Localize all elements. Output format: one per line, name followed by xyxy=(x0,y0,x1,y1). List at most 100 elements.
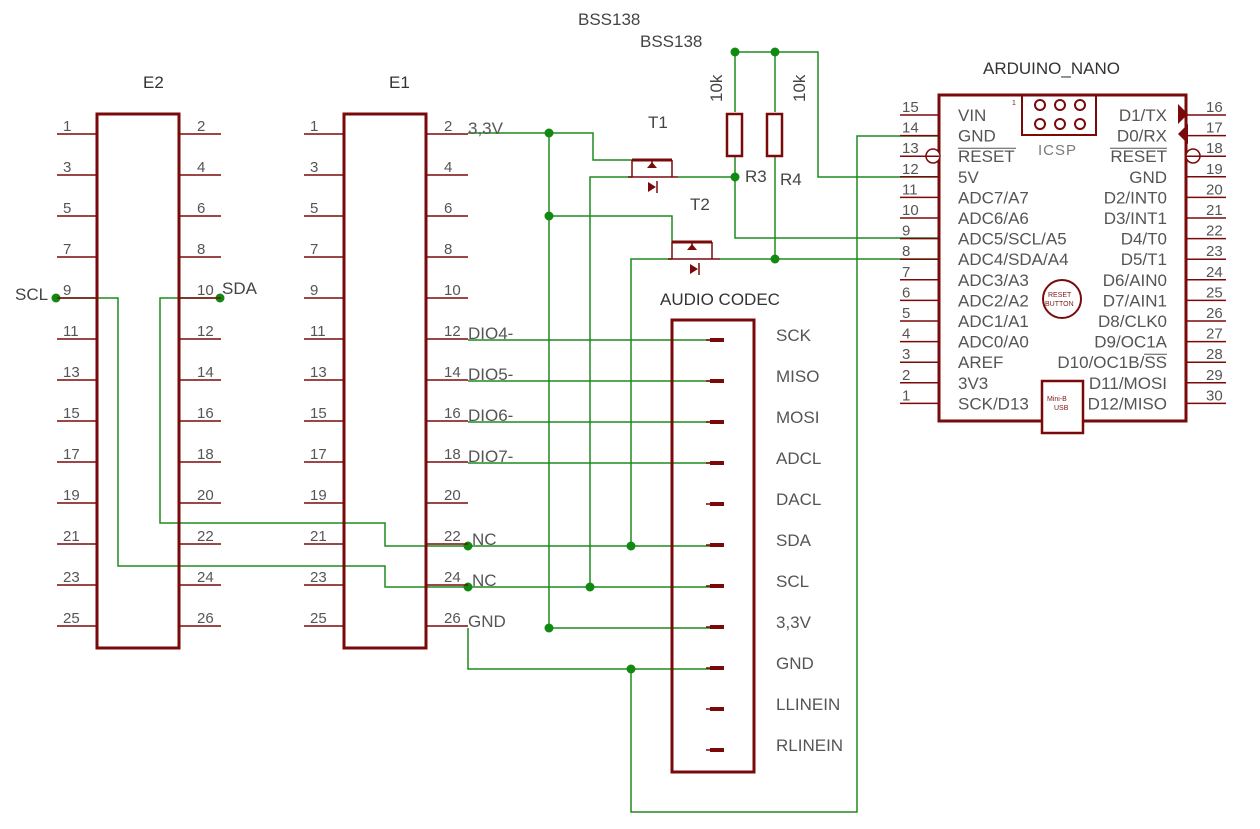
nano-pin-label: D7/AIN1 xyxy=(1103,291,1167,310)
codec-pin-label: GND xyxy=(776,654,814,673)
e2-scl-label: SCL xyxy=(15,285,48,304)
nano-pin-label: ADC6/A6 xyxy=(958,209,1029,228)
nano-pin-label: D12/MISO xyxy=(1088,394,1167,413)
e2-body xyxy=(95,112,181,650)
codec-pin-label: MOSI xyxy=(776,408,819,427)
pin-number: 7 xyxy=(63,241,71,258)
e2-sda-label: SDA xyxy=(222,279,258,298)
nano-pin-number: 10 xyxy=(902,202,919,219)
icsp-pin1: 1 xyxy=(1012,100,1016,107)
junction-dot xyxy=(544,623,554,633)
junction-dot xyxy=(544,128,554,138)
pin-number: 17 xyxy=(310,446,327,463)
junction-dot xyxy=(626,664,636,674)
nano-pin-number: 6 xyxy=(902,284,910,301)
nano-pin-number: 24 xyxy=(1206,264,1223,281)
r4-value: 10k xyxy=(790,74,809,102)
codec-body xyxy=(670,318,756,774)
pin-number: 10 xyxy=(197,282,214,299)
pin-number: 19 xyxy=(310,487,327,504)
junction-dot xyxy=(585,582,595,592)
pin-number: 4 xyxy=(197,159,205,176)
pin-number: 9 xyxy=(63,282,71,299)
nano-pin-number: 16 xyxy=(1206,99,1223,116)
pin-number: 13 xyxy=(310,364,327,381)
nano-pin-label: ADC2/A2 xyxy=(958,291,1029,310)
pin-number: 9 xyxy=(310,282,318,299)
nano-pin-number: 22 xyxy=(1206,223,1223,240)
nano-pin-number: 23 xyxy=(1206,243,1223,260)
pin-number: 12 xyxy=(444,323,461,340)
pin-number: 25 xyxy=(63,610,80,627)
nano-pin-label: D8/CLK0 xyxy=(1098,312,1167,331)
nano-pin-label: D5/T1 xyxy=(1121,250,1167,269)
pin-number: 1 xyxy=(63,118,71,135)
wire-3v3-top xyxy=(468,132,632,161)
pin-number: 13 xyxy=(63,364,80,381)
pin-number: 2 xyxy=(444,118,452,135)
wire-sda-e2 xyxy=(159,297,710,547)
nano-pin-number: 13 xyxy=(902,140,919,157)
nano-pin-number: 20 xyxy=(1206,181,1223,198)
nano-pin-label: D10/OC1B/SS xyxy=(1057,353,1167,372)
pin-number: 26 xyxy=(197,610,214,627)
nano-pin-number: 18 xyxy=(1206,140,1223,157)
t2-label: T2 xyxy=(690,195,710,214)
wire-t1-source xyxy=(589,176,632,587)
pin-number: 3 xyxy=(63,159,71,176)
nano-right-pins: 16D1/TX17D0/RX18RESET19GND20D2/INT021D3/… xyxy=(1057,99,1226,413)
nano-pin-label: GND xyxy=(958,127,996,146)
pin-number: 11 xyxy=(310,323,326,340)
wire-r3-to-a5 xyxy=(734,157,938,239)
r3-value: 10k xyxy=(707,74,726,102)
pin-number: 8 xyxy=(197,241,205,258)
nano-pin-number: 17 xyxy=(1206,120,1223,137)
wire-t2-source xyxy=(630,258,672,546)
codec-pin-label: MISO xyxy=(776,367,819,386)
usb-connector xyxy=(1040,379,1085,435)
nano-pin-number: 8 xyxy=(902,243,910,260)
wire-scl-e2 xyxy=(56,297,710,588)
pin-number: 24 xyxy=(197,569,214,586)
codec-pin-label: ADCL xyxy=(776,449,821,468)
pin-number: 24 xyxy=(444,569,461,586)
codec-pin-label: 3,3V xyxy=(776,613,812,632)
nano-pin-number: 15 xyxy=(902,99,919,116)
e1-net-nc-22: NC xyxy=(472,530,497,549)
codec-pin-label: SCL xyxy=(776,572,809,591)
transistor-t1: T1 xyxy=(628,113,678,193)
nano-pin-label: 5V xyxy=(958,168,979,187)
pin-number: 8 xyxy=(444,241,452,258)
nano-pin-number: 5 xyxy=(902,305,910,322)
nano-pin-label: D3/INT1 xyxy=(1104,209,1167,228)
nano-pin-label: VIN xyxy=(958,106,986,125)
transistor-t2: T2 xyxy=(668,195,720,275)
nano-pin-number: 30 xyxy=(1206,387,1223,404)
nano-pin-label: RESET xyxy=(958,147,1015,166)
pin-number: 5 xyxy=(310,200,318,217)
codec-pin-label: LLINEIN xyxy=(776,695,840,714)
arduino-nano: ARDUINO_NANO 1 ICSP RESET BUTTON Mini-B … xyxy=(900,59,1226,435)
pin-number: 20 xyxy=(444,487,461,504)
nano-pin-number: 26 xyxy=(1206,305,1223,322)
resistor-r4: 10k R4 xyxy=(765,74,809,189)
nano-pin-label: ADC1/A1 xyxy=(958,312,1029,331)
junction-dot xyxy=(730,172,740,182)
pin-number: 1 xyxy=(310,118,318,135)
pin-number: 14 xyxy=(444,364,461,381)
transistor-part-a: BSS138 xyxy=(578,10,640,29)
junction-dot xyxy=(770,47,780,57)
nano-pin-number: 27 xyxy=(1206,326,1223,343)
resistor-r3: 10k R3 xyxy=(707,74,767,186)
nano-pin-label: D6/AIN0 xyxy=(1103,271,1167,290)
reset-button-text-2: BUTTON xyxy=(1045,301,1074,308)
usb-text-1: Mini-B xyxy=(1047,396,1067,403)
nano-pin-number: 2 xyxy=(902,367,910,384)
codec-pins: SCKMISOMOSIADCLDACLSDASCL3,3VGNDLLINEINR… xyxy=(706,326,843,755)
wire-gnd xyxy=(467,628,710,670)
